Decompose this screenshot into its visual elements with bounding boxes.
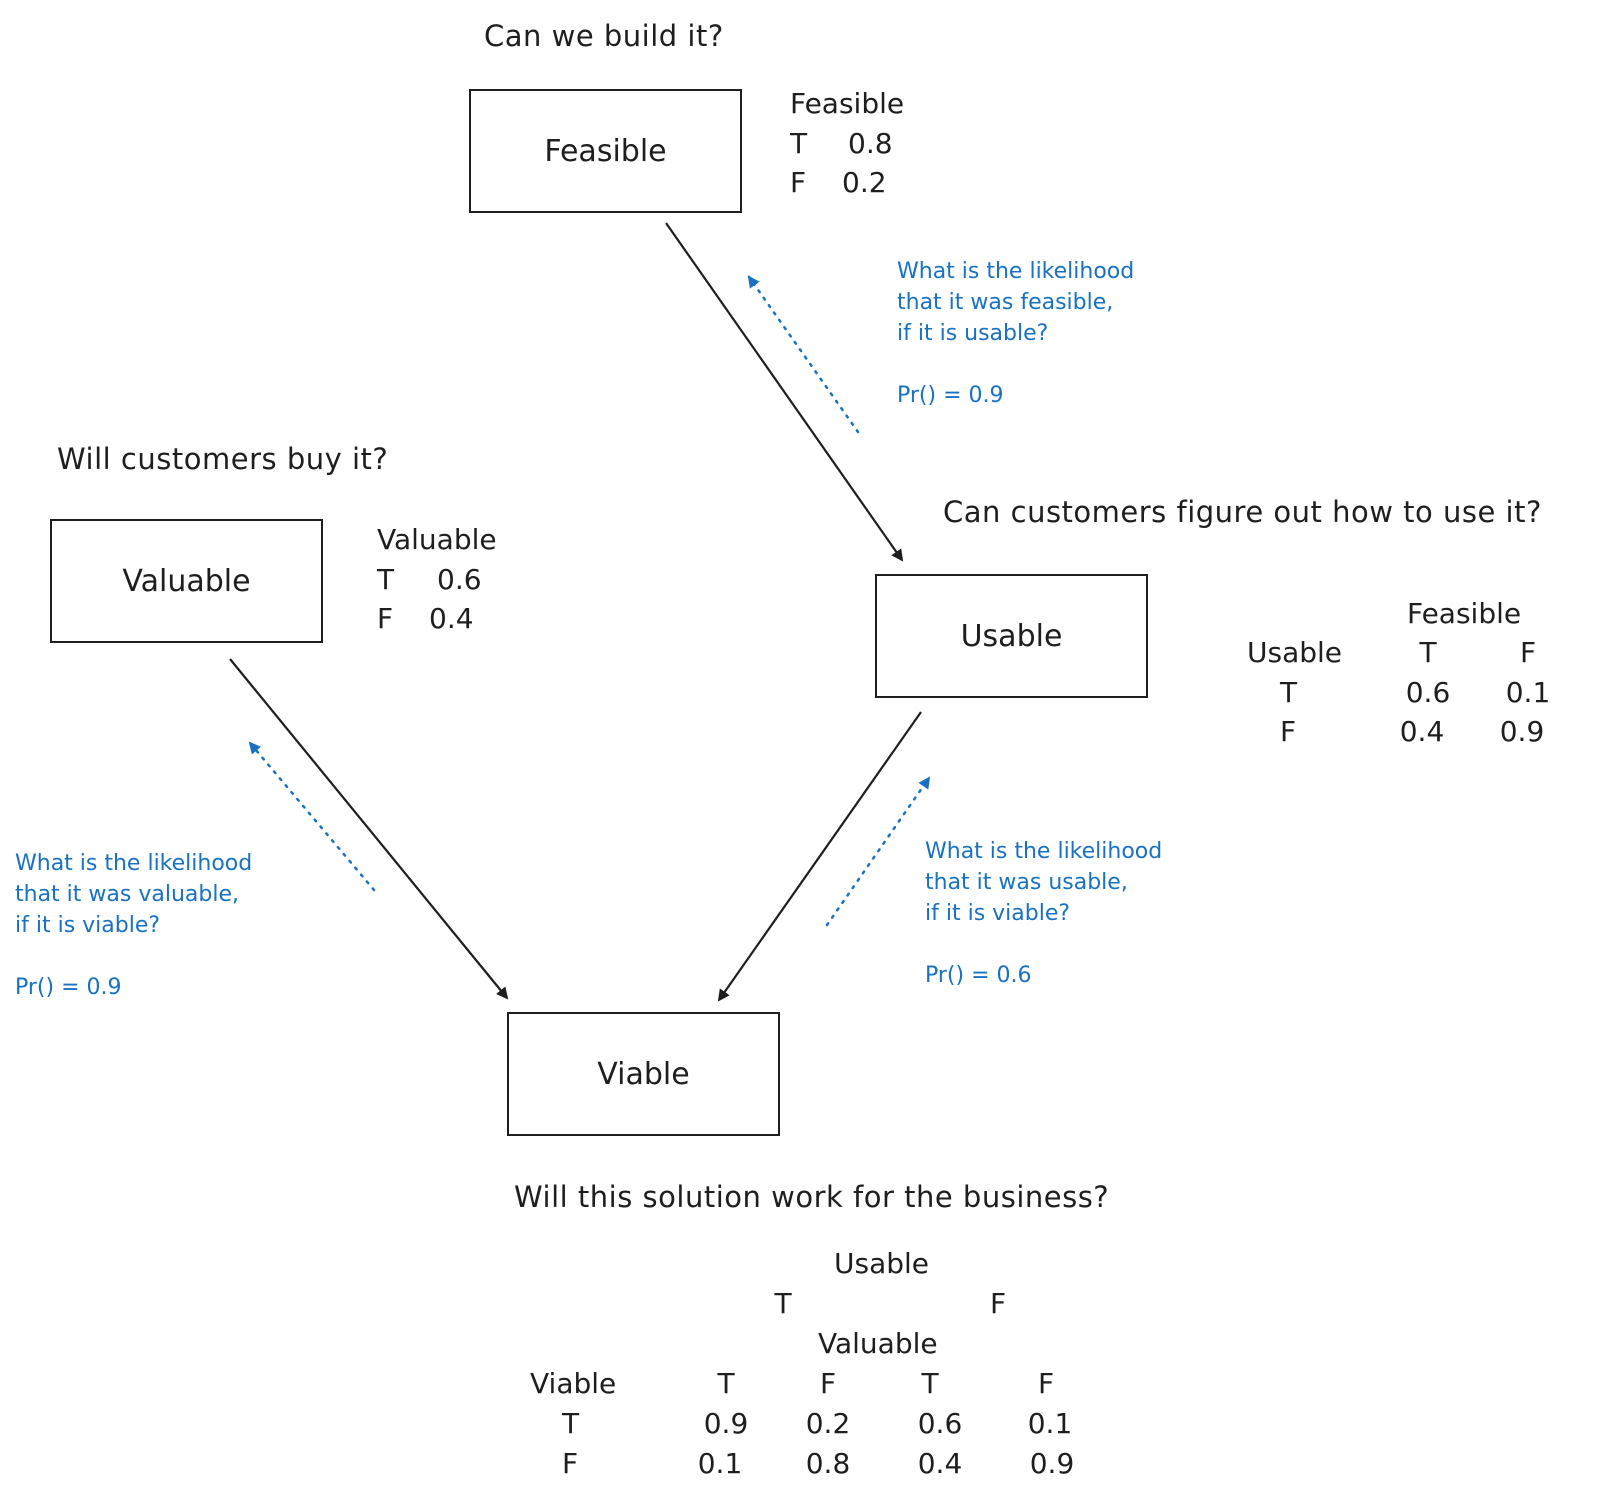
cpt-viable-cell: 0.2: [805, 1407, 851, 1440]
cpt-viable-cell: 0.4: [917, 1447, 963, 1480]
cpt-usable-cell: 0.6: [1405, 676, 1451, 709]
note-line: What is the likelihood: [15, 851, 253, 876]
cpt-viable-cell: 0.1: [1027, 1407, 1073, 1440]
cpt-viable-parent1-header: Usable: [834, 1247, 930, 1280]
note-line: that it was feasible,: [897, 290, 1114, 315]
arrow-feasible-to-usable: [665, 222, 904, 562]
cpt-usable-row-t-key: T: [1280, 676, 1298, 709]
cpt-usable-row-f-key: F: [1280, 715, 1297, 748]
cpt-usable-parent-header: Feasible: [1407, 597, 1522, 630]
cpt-viable-parent1-col-t: T: [774, 1287, 792, 1320]
cpt-valuable-key-t: T: [377, 563, 395, 596]
note-usable-given-viable: What is the likelihood that it was usabl…: [925, 836, 1162, 991]
cpt-valuable-value-t: 0.6: [437, 563, 482, 596]
note-line: that it was usable,: [925, 870, 1128, 895]
cpt-usable-col-f: F: [1519, 636, 1537, 669]
note-probability: Pr() = 0.6: [925, 963, 1032, 988]
note-probability: Pr() = 0.9: [15, 975, 122, 1000]
question-feasible: Can we build it?: [484, 19, 724, 53]
cpt-usable-cell: 0.4: [1399, 715, 1445, 748]
cpt-usable-child-header: Usable: [1247, 636, 1343, 669]
inference-arrow-viable-to-usable: [825, 776, 931, 927]
note-line: that it was valuable,: [15, 882, 239, 907]
cpt-viable-col: F: [1037, 1367, 1055, 1400]
cpt-viable-child-header: Viable: [530, 1367, 617, 1400]
cpt-valuable-value-f: 0.4: [429, 602, 474, 635]
question-viable: Will this solution work for the business…: [514, 1180, 1110, 1214]
node-feasible-label: Feasible: [544, 133, 667, 169]
note-feasible-given-usable: What is the likelihood that it was feasi…: [897, 256, 1134, 411]
arrow-valuable-to-viable: [229, 658, 509, 1000]
cpt-viable-row-f-key: F: [562, 1447, 579, 1480]
cpt-viable-parent1-col-f: F: [989, 1287, 1007, 1320]
node-valuable[interactable]: Valuable: [50, 519, 323, 643]
cpt-viable-cell: 0.6: [917, 1407, 963, 1440]
cpt-viable-row-t-key: T: [562, 1407, 580, 1440]
node-valuable-label: Valuable: [122, 563, 251, 599]
question-valuable: Will customers buy it?: [57, 442, 389, 476]
cpt-usable-cell: 0.1: [1505, 676, 1551, 709]
node-feasible[interactable]: Feasible: [469, 89, 742, 213]
node-viable[interactable]: Viable: [507, 1012, 780, 1136]
cpt-feasible-value-f: 0.2: [842, 166, 887, 199]
cpt-viable-cell: 0.9: [1029, 1447, 1075, 1480]
note-line: What is the likelihood: [925, 839, 1163, 864]
node-viable-label: Viable: [597, 1056, 690, 1092]
arrow-usable-to-viable: [717, 711, 922, 1002]
cpt-usable-col-t: T: [1419, 636, 1437, 669]
note-line: if it is viable?: [925, 901, 1071, 926]
cpt-viable-col: F: [819, 1367, 837, 1400]
cpt-valuable-key-f: F: [377, 602, 394, 635]
node-usable-label: Usable: [960, 618, 1063, 654]
inference-arrow-usable-to-feasible: [747, 275, 860, 434]
cpt-valuable-title: Valuable: [377, 523, 497, 556]
cpt-viable-cell: 0.9: [703, 1407, 749, 1440]
cpt-feasible-value-t: 0.8: [848, 127, 893, 160]
inference-arrow-viable-to-valuable: [248, 741, 376, 892]
cpt-viable-cell: 0.1: [697, 1447, 743, 1480]
note-line: if it is viable?: [15, 913, 161, 938]
note-valuable-given-viable: What is the likelihood that it was valua…: [15, 848, 252, 1003]
cpt-viable-cell: 0.8: [805, 1447, 851, 1480]
note-probability: Pr() = 0.9: [897, 383, 1004, 408]
cpt-viable-parent2-header: Valuable: [818, 1327, 938, 1360]
note-line: What is the likelihood: [897, 259, 1135, 284]
cpt-usable-cell: 0.9: [1499, 715, 1545, 748]
cpt-viable-col: T: [921, 1367, 939, 1400]
question-usable: Can customers figure out how to use it?: [943, 495, 1542, 529]
node-usable[interactable]: Usable: [875, 574, 1148, 698]
note-line: if it is usable?: [897, 321, 1049, 346]
cpt-feasible-key-f: F: [790, 166, 807, 199]
cpt-viable-col: T: [717, 1367, 735, 1400]
cpt-feasible-key-t: T: [790, 127, 808, 160]
cpt-feasible-title: Feasible: [790, 87, 905, 120]
